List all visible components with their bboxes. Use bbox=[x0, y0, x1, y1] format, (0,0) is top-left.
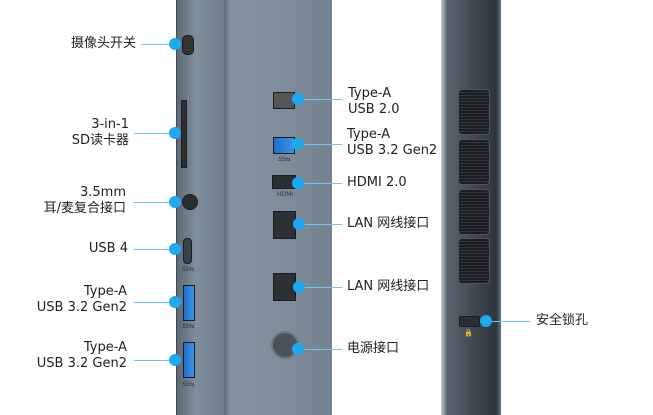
label-line: USB 2.0 bbox=[348, 102, 400, 117]
typea-port-1 bbox=[183, 285, 195, 321]
callout-dot bbox=[169, 127, 181, 139]
label-line: Type-A bbox=[83, 284, 127, 299]
typea-port-2 bbox=[183, 342, 195, 378]
audio-jack-port bbox=[182, 194, 198, 210]
label-hdmi: HDMI 2.0 bbox=[347, 175, 407, 190]
label-line: USB 3.2 Gen2 bbox=[36, 300, 127, 315]
callout-line bbox=[298, 183, 342, 184]
callout-line bbox=[134, 133, 174, 134]
superspeed-mark: SS⇆ bbox=[182, 323, 195, 330]
label-line: Type-A bbox=[347, 127, 391, 142]
lock-icon: 🔒 bbox=[464, 329, 473, 337]
label-usb4: USB 4 bbox=[88, 241, 128, 256]
callout-dot bbox=[169, 38, 181, 50]
camera-switch-port bbox=[182, 35, 194, 55]
label-line: Type-A bbox=[348, 86, 392, 101]
callout-line bbox=[134, 302, 174, 303]
label-line: 耳/麦复合接口 bbox=[43, 201, 126, 216]
hdmi-mark: HDMI bbox=[277, 191, 294, 198]
vent bbox=[458, 139, 490, 185]
label-power: 电源接口 bbox=[347, 341, 400, 356]
vent bbox=[458, 89, 490, 135]
callout-dot bbox=[293, 218, 305, 230]
callout-line bbox=[298, 99, 342, 100]
callout-dot bbox=[292, 177, 304, 189]
superspeed-mark: SS⇆ bbox=[182, 266, 195, 273]
callout-dot bbox=[169, 196, 181, 208]
callout-line bbox=[298, 144, 342, 145]
label-camera-switch: 摄像头开关 bbox=[70, 36, 136, 51]
callout-line bbox=[134, 360, 174, 361]
callout-dot bbox=[169, 296, 181, 308]
label-line: Type-A bbox=[83, 340, 127, 355]
usb4-port bbox=[183, 238, 192, 264]
label-security-lock: 安全锁孔 bbox=[536, 313, 589, 328]
callout-line bbox=[298, 287, 342, 288]
vent bbox=[458, 189, 490, 235]
label-line: USB 3.2 Gen2 bbox=[36, 356, 127, 371]
label-lan-1: LAN 网线接口 bbox=[347, 216, 430, 231]
callout-line bbox=[141, 44, 177, 45]
callout-line bbox=[134, 249, 174, 250]
vent bbox=[458, 238, 490, 284]
callout-line bbox=[490, 321, 530, 322]
label-line: USB 3.2 Gen2 bbox=[347, 143, 438, 158]
callout-line bbox=[133, 202, 173, 203]
callout-dot bbox=[292, 138, 304, 150]
security-lock-slot bbox=[459, 316, 480, 327]
callout-line bbox=[298, 349, 342, 350]
label-line: 3-in-1 bbox=[91, 117, 129, 132]
label-line: SD读卡器 bbox=[71, 133, 129, 148]
callout-line bbox=[298, 224, 342, 225]
callout-dot bbox=[293, 281, 305, 293]
superspeed-mark: SS⇆ bbox=[278, 156, 291, 163]
callout-dot bbox=[292, 343, 304, 355]
callout-dot bbox=[480, 315, 492, 327]
label-lan-2: LAN 网线接口 bbox=[347, 279, 430, 294]
callout-dot bbox=[292, 93, 304, 105]
sd-card-slot bbox=[181, 100, 187, 168]
callout-dot bbox=[169, 243, 181, 255]
superspeed-mark: SS⇆ bbox=[182, 381, 195, 388]
label-line: 3.5mm bbox=[79, 185, 126, 200]
callout-dot bbox=[169, 354, 181, 366]
